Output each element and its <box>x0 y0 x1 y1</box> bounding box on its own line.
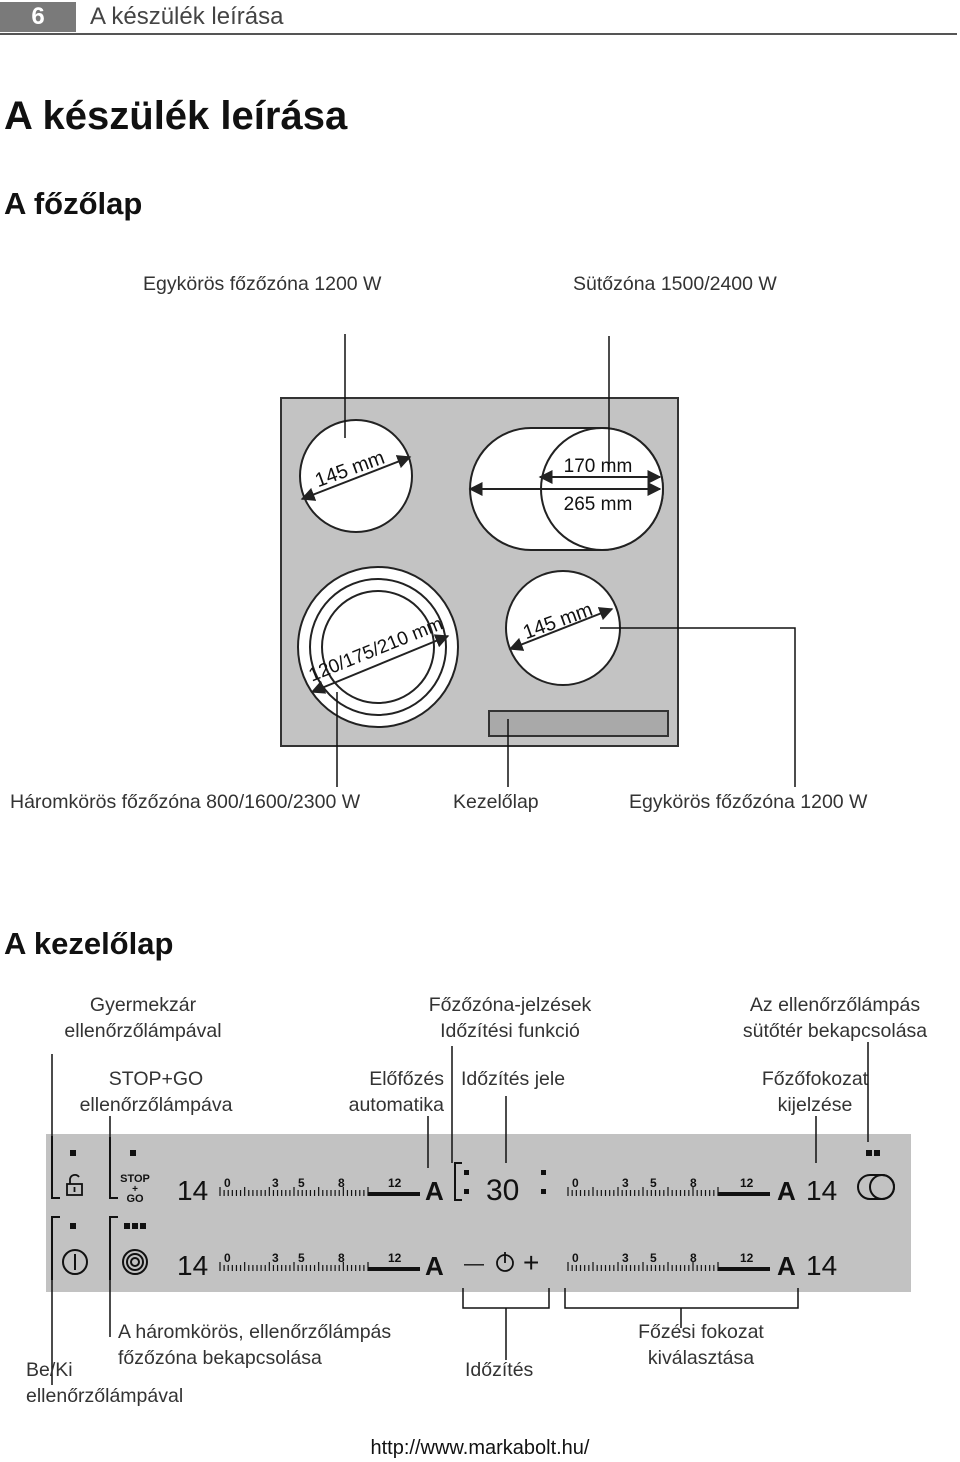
hob-diagram: 145 mm 170 mm 265 mm 120/175/210 mm 145 … <box>280 334 796 787</box>
scale-labels-3: 0 3 5 8 12 <box>224 1251 402 1265</box>
label-roasting-zone: Sütőzóna 1500/2400 W <box>573 273 777 295</box>
scale-2-0: 0 <box>572 1176 579 1190</box>
label-triple-zone-switch-line2: főzőzóna bekapcsolása <box>118 1347 322 1369</box>
label-power-display: Főzőfokozat kijelzése <box>715 1066 915 1118</box>
label-power-selection: Főzési fokozat kiválasztása <box>591 1319 811 1371</box>
scale-1-12: 12 <box>388 1176 402 1190</box>
label-zone-indicators: Főzőzóna-jelzések Időzítési funkció <box>400 992 620 1044</box>
level-display-2: 14 <box>806 1175 837 1206</box>
auto-indicator-1: A <box>425 1176 444 1206</box>
scale-4-0: 0 <box>572 1251 579 1265</box>
power-icon[interactable] <box>62 1249 88 1275</box>
triple-zone-icon[interactable] <box>122 1249 148 1275</box>
slider-ticks-2[interactable] <box>567 1187 719 1196</box>
scale-1-0: 0 <box>224 1176 231 1190</box>
header-rule <box>0 33 957 35</box>
scale-1-8: 8 <box>338 1176 345 1190</box>
auto-indicator-4: A <box>777 1251 796 1281</box>
scale-4-5: 5 <box>650 1251 657 1265</box>
scale-3-8: 8 <box>338 1251 345 1265</box>
timer-plus-button[interactable]: + <box>523 1247 539 1278</box>
label-control-panel: Kezelőlap <box>453 791 539 813</box>
label-power-selection-line2: kiválasztása <box>647 1347 755 1369</box>
label-stop-go: STOP+GO ellenőrzőlámpáva <box>56 1066 256 1118</box>
label-stop-go-line2: ellenőrzőlámpáva <box>79 1094 233 1116</box>
page-number: 6 <box>0 2 76 32</box>
page-title: A készülék leírása <box>4 94 348 138</box>
stop-go-go: GO <box>126 1193 144 1205</box>
scale-labels-1: 0 3 5 8 12 <box>224 1176 402 1190</box>
label-timer: Időzítés <box>465 1359 534 1381</box>
hob-control-strip <box>488 710 669 737</box>
dim-zone-tr-outer: 265 mm <box>564 494 633 515</box>
running-header: A készülék leírása <box>90 3 284 30</box>
scale-3-3: 3 <box>272 1251 279 1265</box>
scale-2-12: 12 <box>740 1176 754 1190</box>
stop-go-button[interactable]: STOP + GO <box>120 1173 150 1205</box>
timer-display: 30 <box>486 1174 519 1207</box>
timer-icon[interactable] <box>496 1252 514 1272</box>
label-on-off: Be/Ki ellenőrzőlámpával <box>26 1357 183 1409</box>
label-power-display-line2: kijelzése <box>777 1094 853 1116</box>
label-oven-lamp-line1: Az ellenőrzőlámpás <box>749 994 921 1016</box>
label-preheat-line2: automatika <box>348 1094 444 1116</box>
scale-labels-2: 0 3 5 8 12 <box>572 1176 754 1190</box>
label-triple-zone-switch: A háromkörös, ellenőrzőlámpás főzőzóna b… <box>118 1319 391 1371</box>
scale-4-3: 3 <box>622 1251 629 1265</box>
label-timer-sign: Időzítés jele <box>461 1068 566 1090</box>
scale-3-5: 5 <box>298 1251 305 1265</box>
auto-indicator-3: A <box>425 1251 444 1281</box>
dim-zone-tr-inner: 170 mm <box>564 456 633 477</box>
level-display-3: 14 <box>177 1250 208 1281</box>
oven-zone-icon[interactable] <box>857 1174 895 1200</box>
stop-go-plus: + <box>132 1184 138 1195</box>
scale-1-5: 5 <box>298 1176 305 1190</box>
label-zone-indicators-line1: Főzőzóna-jelzések <box>428 994 592 1016</box>
label-single-zone-bottom: Egykörös főzőzóna 1200 W <box>629 791 868 813</box>
hob-heading: A főzőlap <box>4 186 143 221</box>
label-stop-go-line1: STOP+GO <box>108 1068 204 1090</box>
scale-3-0: 0 <box>224 1251 231 1265</box>
label-power-selection-line1: Főzési fokozat <box>638 1321 764 1343</box>
label-on-off-line2: ellenőrzőlámpával <box>26 1385 184 1407</box>
label-zone-indicators-line2: Időzítési funkció <box>440 1020 580 1042</box>
level-display-1: 14 <box>177 1175 208 1206</box>
control-panel-surface <box>46 1134 911 1292</box>
panel-heading: A kezelőlap <box>4 926 174 961</box>
label-power-display-line1: Főzőfokozat <box>761 1068 869 1090</box>
label-preheat-line1: Előfőzés <box>369 1068 444 1090</box>
scale-3-12: 12 <box>388 1251 402 1265</box>
slider-ticks-3[interactable] <box>219 1262 369 1271</box>
slider-ticks-1[interactable] <box>219 1187 369 1196</box>
label-triple-zone-switch-line1: A háromkörös, ellenőrzőlámpás <box>118 1321 392 1343</box>
timer-minus-button[interactable]: — <box>464 1253 484 1275</box>
scale-4-8: 8 <box>690 1251 697 1265</box>
label-on-off-line1: Be/Ki <box>26 1359 73 1381</box>
scale-labels-4: 0 3 5 8 12 <box>572 1251 754 1265</box>
label-triple-zone: Háromkörös főzőzóna 800/1600/2300 W <box>10 791 361 813</box>
lock-icon[interactable] <box>66 1174 83 1196</box>
level-display-4: 14 <box>806 1250 837 1281</box>
scale-1-3: 3 <box>272 1176 279 1190</box>
control-panel-diagram: STOP + GO 14 0 3 5 8 12 A 30 0 3 5 8 12 … <box>46 1042 911 1385</box>
scale-2-5: 5 <box>650 1176 657 1190</box>
label-oven-lamp-line2: sütőtér bekapcsolása <box>742 1020 928 1042</box>
label-preheat: Előfőzés automatika <box>300 1066 444 1118</box>
label-oven-lamp: Az ellenőrzőlámpás sütőtér bekapcsolása <box>725 992 945 1044</box>
auto-indicator-2: A <box>777 1176 796 1206</box>
stop-go-stop: STOP <box>120 1173 150 1185</box>
scale-2-8: 8 <box>690 1176 697 1190</box>
label-child-lock-line1: Gyermekzár <box>89 994 197 1016</box>
label-child-lock-line2: ellenőrzőlámpával <box>64 1020 222 1042</box>
label-child-lock: Gyermekzár ellenőrzőlámpával <box>43 992 243 1044</box>
scale-4-12: 12 <box>740 1251 754 1265</box>
scale-2-3: 3 <box>622 1176 629 1190</box>
label-single-zone-top: Egykörös főzőzóna 1200 W <box>143 273 382 295</box>
footer-url[interactable]: http://www.markabolt.hu/ <box>370 1437 590 1459</box>
